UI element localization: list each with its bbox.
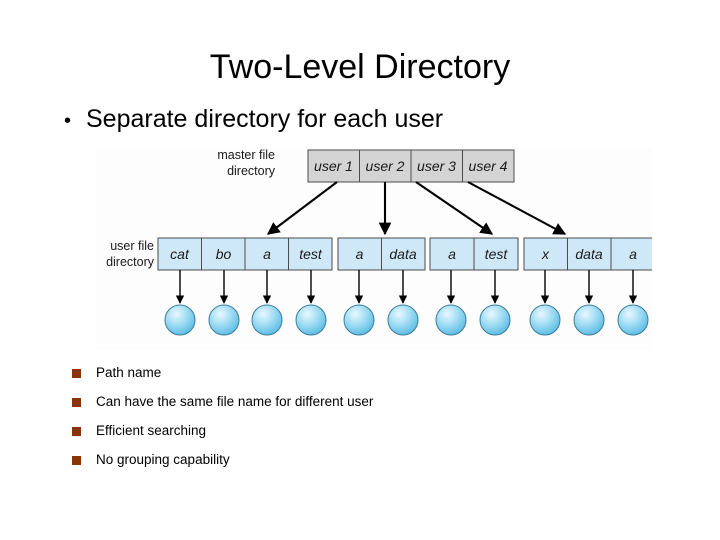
bullet-dot-icon: • bbox=[64, 110, 72, 132]
list-item: Can have the same file name for differen… bbox=[72, 393, 672, 422]
file-node[interactable] bbox=[435, 304, 467, 336]
file-node[interactable] bbox=[251, 304, 283, 336]
diagram-canvas: master file directory user file director… bbox=[106, 148, 652, 336]
arrow-user-1 bbox=[266, 181, 338, 235]
file-node[interactable] bbox=[529, 304, 561, 336]
file-cell-test-2[interactable]: test bbox=[485, 246, 509, 262]
square-marker-icon bbox=[72, 427, 81, 436]
file-node[interactable] bbox=[208, 304, 240, 336]
master-to-user-arrows bbox=[266, 181, 567, 236]
file-cell-a-2[interactable]: a bbox=[356, 246, 364, 262]
file-cell-data-1[interactable]: data bbox=[389, 246, 416, 262]
master-cell-user-2[interactable]: user 2 bbox=[366, 158, 405, 174]
user-file-directory-label-line1: user file bbox=[110, 239, 154, 253]
file-cell-x[interactable]: x bbox=[541, 246, 550, 262]
file-nodes bbox=[164, 304, 649, 336]
arrow-user-4 bbox=[467, 181, 567, 235]
user-file-directory-label-line2: directory bbox=[106, 255, 155, 269]
file-cell-a-4[interactable]: a bbox=[629, 246, 637, 262]
file-node[interactable] bbox=[387, 304, 419, 336]
master-cell-user-3[interactable]: user 3 bbox=[417, 158, 456, 174]
file-node[interactable] bbox=[479, 304, 511, 336]
file-cell-cat[interactable]: cat bbox=[170, 246, 190, 262]
file-node[interactable] bbox=[573, 304, 605, 336]
file-cell-a-3[interactable]: a bbox=[448, 246, 456, 262]
lead-bullet-text: Separate directory for each user bbox=[86, 105, 444, 133]
user-directory-group-2: a data bbox=[337, 237, 426, 271]
square-marker-icon bbox=[72, 398, 81, 407]
master-file-directory-label-line2: directory bbox=[227, 164, 276, 178]
master-cell-user-1[interactable]: user 1 bbox=[314, 158, 353, 174]
user-directory-group-3: a test bbox=[429, 237, 519, 271]
user-directory-group-4: x data a bbox=[523, 237, 652, 271]
file-cell-bo[interactable]: bo bbox=[216, 246, 232, 262]
file-node-arrows bbox=[175, 270, 638, 304]
user-directory-box-4 bbox=[523, 237, 652, 271]
page-title: Two-Level Directory bbox=[209, 48, 511, 86]
file-cell-data-2[interactable]: data bbox=[575, 246, 602, 262]
list-item-label: Path name bbox=[96, 365, 162, 380]
list-item: Efficient searching bbox=[72, 422, 672, 451]
list-item-label: Efficient searching bbox=[96, 423, 207, 438]
file-node[interactable] bbox=[295, 304, 327, 336]
arrow-user-3 bbox=[415, 181, 494, 235]
square-marker-icon bbox=[72, 456, 81, 465]
sub-bullet-list: Path name Can have the same file name fo… bbox=[72, 364, 672, 480]
list-item: No grouping capability bbox=[72, 451, 672, 480]
file-cell-test-1[interactable]: test bbox=[299, 246, 323, 262]
list-item-label: Can have the same file name for differen… bbox=[96, 394, 374, 409]
user-file-directory-groups: cat bo a test a data a test bbox=[157, 237, 652, 271]
master-file-directory-label-line1: master file bbox=[217, 148, 275, 162]
list-item: Path name bbox=[72, 364, 672, 393]
file-node[interactable] bbox=[617, 304, 649, 336]
file-node[interactable] bbox=[164, 304, 196, 336]
square-marker-icon bbox=[72, 369, 81, 378]
master-cell-user-4[interactable]: user 4 bbox=[469, 158, 508, 174]
master-file-directory-row: user 1 user 2 user 3 user 4 bbox=[307, 149, 515, 183]
lead-bullet: • Separate directory for each user bbox=[64, 103, 443, 137]
user-directory-group-1: cat bo a test bbox=[157, 237, 333, 271]
two-level-directory-diagram: master file directory user file director… bbox=[96, 147, 652, 350]
file-cell-a-1[interactable]: a bbox=[263, 246, 271, 262]
file-node[interactable] bbox=[343, 304, 375, 336]
list-item-label: No grouping capability bbox=[96, 452, 230, 467]
